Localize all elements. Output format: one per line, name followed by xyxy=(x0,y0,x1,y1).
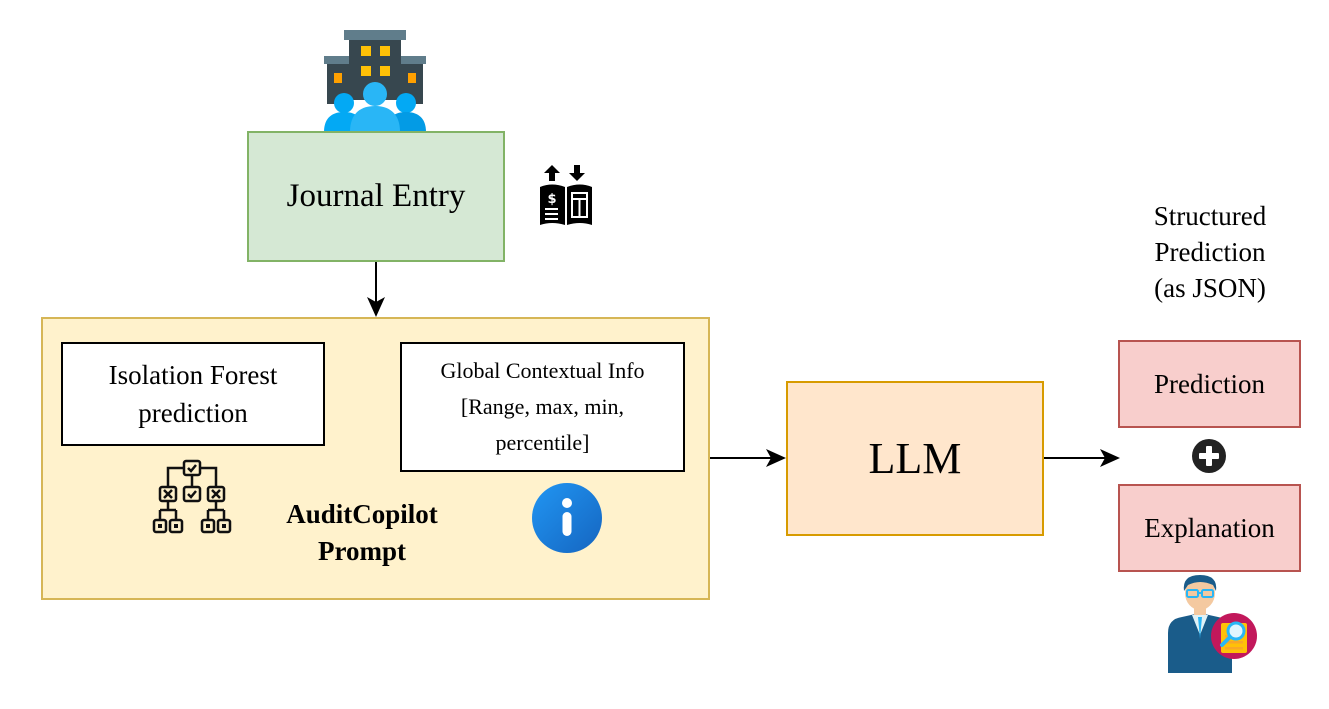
info-icon xyxy=(532,483,602,553)
arrow-prompt-to-llm xyxy=(710,449,786,467)
auditcopilot-prompt-title: AuditCopilot Prompt xyxy=(262,496,462,570)
svg-text:$: $ xyxy=(547,192,556,207)
arrow-journal-to-prompt xyxy=(367,262,385,317)
prompt-title-line2: Prompt xyxy=(318,536,406,566)
isolation-forest-line1: Isolation Forest xyxy=(108,360,278,390)
llm-label: LLM xyxy=(868,434,962,483)
explanation-label: Explanation xyxy=(1144,512,1275,543)
plus-circle-icon xyxy=(1192,439,1226,473)
llm-box: LLM xyxy=(786,381,1044,536)
journal-entry-box: Journal Entry xyxy=(247,131,505,262)
ledger-transfer-icon: $ xyxy=(540,165,592,225)
global-context-line3: percentile] xyxy=(495,430,590,455)
global-context-line2: [Range, max, min, xyxy=(460,394,625,419)
prediction-label: Prediction xyxy=(1154,368,1265,399)
global-context-line1: Global Contextual Info xyxy=(440,358,645,383)
prompt-title-line1: AuditCopilot xyxy=(286,499,438,529)
prediction-box: Prediction xyxy=(1118,340,1301,428)
decision-tree-icon xyxy=(152,459,232,534)
auditor-icon xyxy=(1168,575,1257,673)
structured-heading-line3: (as JSON) xyxy=(1154,273,1266,303)
structured-heading-line2: Prediction xyxy=(1154,237,1266,267)
global-context-box: Global Contextual Info [Range, max, min,… xyxy=(400,342,685,472)
journal-entry-label: Journal Entry xyxy=(286,178,466,214)
office-building-people-icon xyxy=(324,30,426,132)
structured-heading-line1: Structured xyxy=(1153,201,1267,231)
arrow-llm-to-output xyxy=(1044,449,1120,467)
isolation-forest-line2: prediction xyxy=(138,398,248,428)
explanation-box: Explanation xyxy=(1118,484,1301,572)
isolation-forest-box: Isolation Forest prediction xyxy=(61,342,325,446)
structured-prediction-heading: Structured Prediction (as JSON) xyxy=(1110,198,1310,306)
